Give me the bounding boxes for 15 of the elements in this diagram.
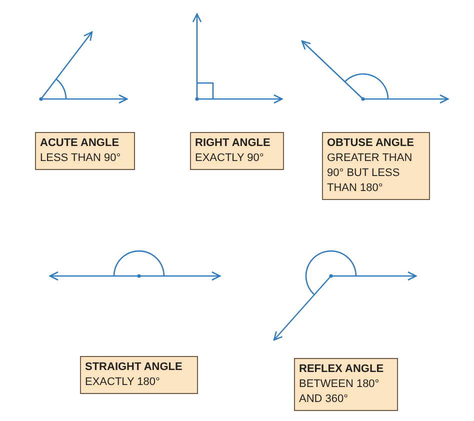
angle-name: REFLEX ANGLE (299, 362, 385, 377)
angle-name: ACUTE ANGLE (40, 136, 120, 151)
angle-description: LESS THAN 90° (40, 151, 122, 166)
angle-description: EXACTLY 90° (195, 151, 265, 166)
label-box (190, 132, 284, 170)
angle-name: STRAIGHT ANGLE (85, 360, 184, 375)
angle-description: EXACTLY 180° (85, 375, 161, 390)
label-box (294, 358, 398, 411)
angle-name: RIGHT ANGLE (195, 136, 272, 151)
angle-name: OBTUSE ANGLE (327, 136, 415, 151)
label-box (322, 132, 430, 200)
angle-description: GREATER THAN 90° BUT LESS THAN 180° (327, 151, 414, 196)
label-box (80, 356, 198, 394)
label-box (35, 132, 135, 170)
angle-description: BETWEEN 180° AND 360° (299, 377, 380, 407)
